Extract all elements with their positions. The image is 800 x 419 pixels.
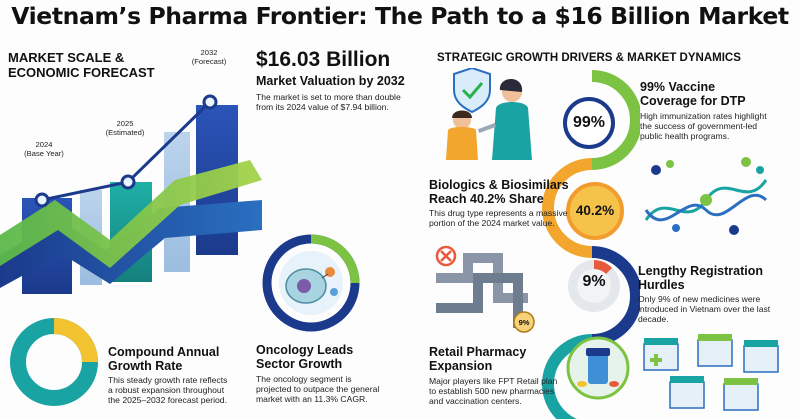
market-scale-heading-line2: ECONOMIC FORECAST <box>8 65 155 80</box>
ribbon-green <box>0 160 262 268</box>
pharmacy-stores-illustration <box>643 334 779 411</box>
oncology-body: The oncology segment is projected to out… <box>256 374 380 404</box>
valuation-value: $16.03 Billion <box>256 48 391 71</box>
oncology-cell-icon <box>262 234 360 332</box>
cagr-donut <box>10 318 98 406</box>
oncology-title: Oncology Leads Sector Growth <box>256 343 354 371</box>
vaccine-badge: 99% <box>563 97 615 149</box>
molecule-illustration <box>644 157 768 235</box>
pipes-tag: 9% <box>518 318 530 327</box>
growth-bar-chart-graphic <box>0 94 262 294</box>
drivers-heading: STRATEGIC GROWTH DRIVERS & MARKET DYNAMI… <box>437 52 741 64</box>
point-2032 <box>202 94 218 110</box>
registration-title: Lengthy Registration Hurdles <box>638 264 764 292</box>
milestone-2025: 2025 (Estimated) <box>105 119 145 137</box>
retail-title: Retail Pharmacy Expansion <box>429 345 527 373</box>
pill-bottle-icon <box>566 336 630 400</box>
retail-body: Major players like FPT Retail plan to es… <box>429 376 558 406</box>
registration-pie <box>568 260 620 312</box>
page-title: Vietnam’s Pharma Frontier: The Path to a… <box>11 2 789 30</box>
point-2024 <box>34 192 50 208</box>
valuation-subtitle: Market Valuation by 2032 <box>256 74 405 88</box>
vaccination-illustration <box>446 68 532 160</box>
regulatory-pipes-illustration <box>435 245 535 333</box>
cagr-title: Compound Annual Growth Rate <box>108 345 220 373</box>
biologics-body: This drug type represents a massive port… <box>429 208 568 228</box>
milestone-2024: 2024 (Base Year) <box>24 140 64 158</box>
market-scale-heading: MARKET SCALE & ECONOMIC FORECAST <box>8 50 155 80</box>
vaccine-title: 99% Vaccine Coverage for DTP <box>640 80 746 108</box>
biologics-badge: 40.2% <box>566 182 624 240</box>
biologics-pct: 40.2% <box>575 203 615 218</box>
vaccine-pct: 99% <box>572 114 606 131</box>
biologics-title: Biologics & Biosimilars Reach 40.2% Shar… <box>429 178 569 206</box>
market-scale-heading-line1: MARKET SCALE & <box>8 50 125 65</box>
registration-pct: 9% <box>582 273 606 290</box>
vaccine-body: High immunization rates highlight the su… <box>640 111 767 141</box>
registration-body: Only 9% of new medicines were introduced… <box>638 294 771 324</box>
cagr-body: This steady growth rate reflects a robus… <box>108 375 228 405</box>
valuation-body: The market is set to more than double fr… <box>256 92 401 112</box>
milestone-2032: 2032 (Forecast) <box>191 48 227 66</box>
point-2025 <box>120 174 136 190</box>
drivers-serpentine <box>542 70 640 419</box>
